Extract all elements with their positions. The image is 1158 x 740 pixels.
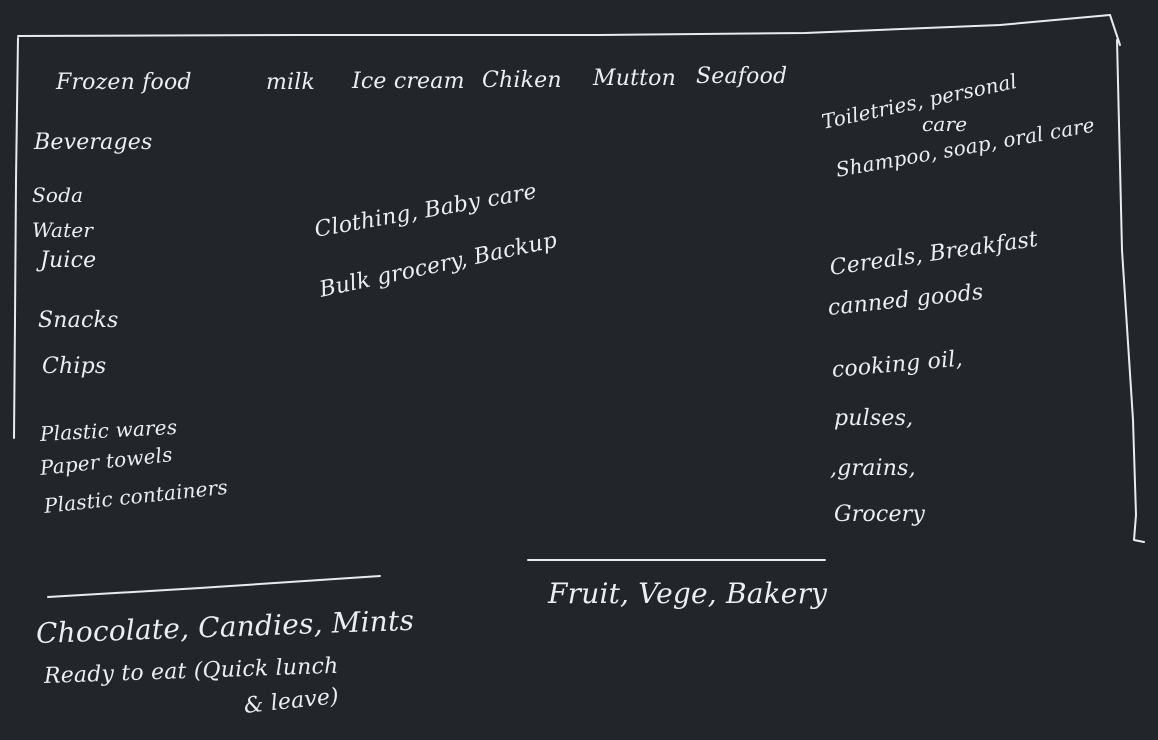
fruit-vege-bakery-label: Fruit, Vege, Bakery bbox=[548, 577, 828, 610]
snacks-label: Snacks bbox=[38, 308, 119, 333]
mutton-label: Mutton bbox=[593, 66, 676, 91]
personal-care-label: care bbox=[922, 112, 968, 136]
ice-cream-label: Ice cream bbox=[352, 69, 465, 94]
pulses-label: pulses, bbox=[834, 406, 914, 431]
grocery-label: Grocery bbox=[834, 502, 926, 527]
top-wall bbox=[17, 14, 1111, 37]
left-wall bbox=[13, 37, 19, 439]
soda-label: Soda bbox=[32, 183, 84, 207]
juice-label: Juice bbox=[40, 248, 97, 273]
top-right-corner bbox=[1109, 14, 1121, 46]
checkout-counter-line bbox=[47, 575, 381, 598]
right-wall bbox=[1116, 39, 1145, 543]
chicken-label: Chiken bbox=[482, 68, 562, 93]
chips-label: Chips bbox=[42, 354, 107, 379]
beverages-label: Beverages bbox=[34, 130, 153, 155]
seafood-label: Seafood bbox=[696, 64, 788, 89]
milk-label: milk bbox=[266, 70, 316, 95]
grains-label: ,grains, bbox=[830, 456, 916, 481]
water-label: Water bbox=[32, 218, 94, 242]
frozen-food-label: Frozen food bbox=[56, 70, 192, 95]
